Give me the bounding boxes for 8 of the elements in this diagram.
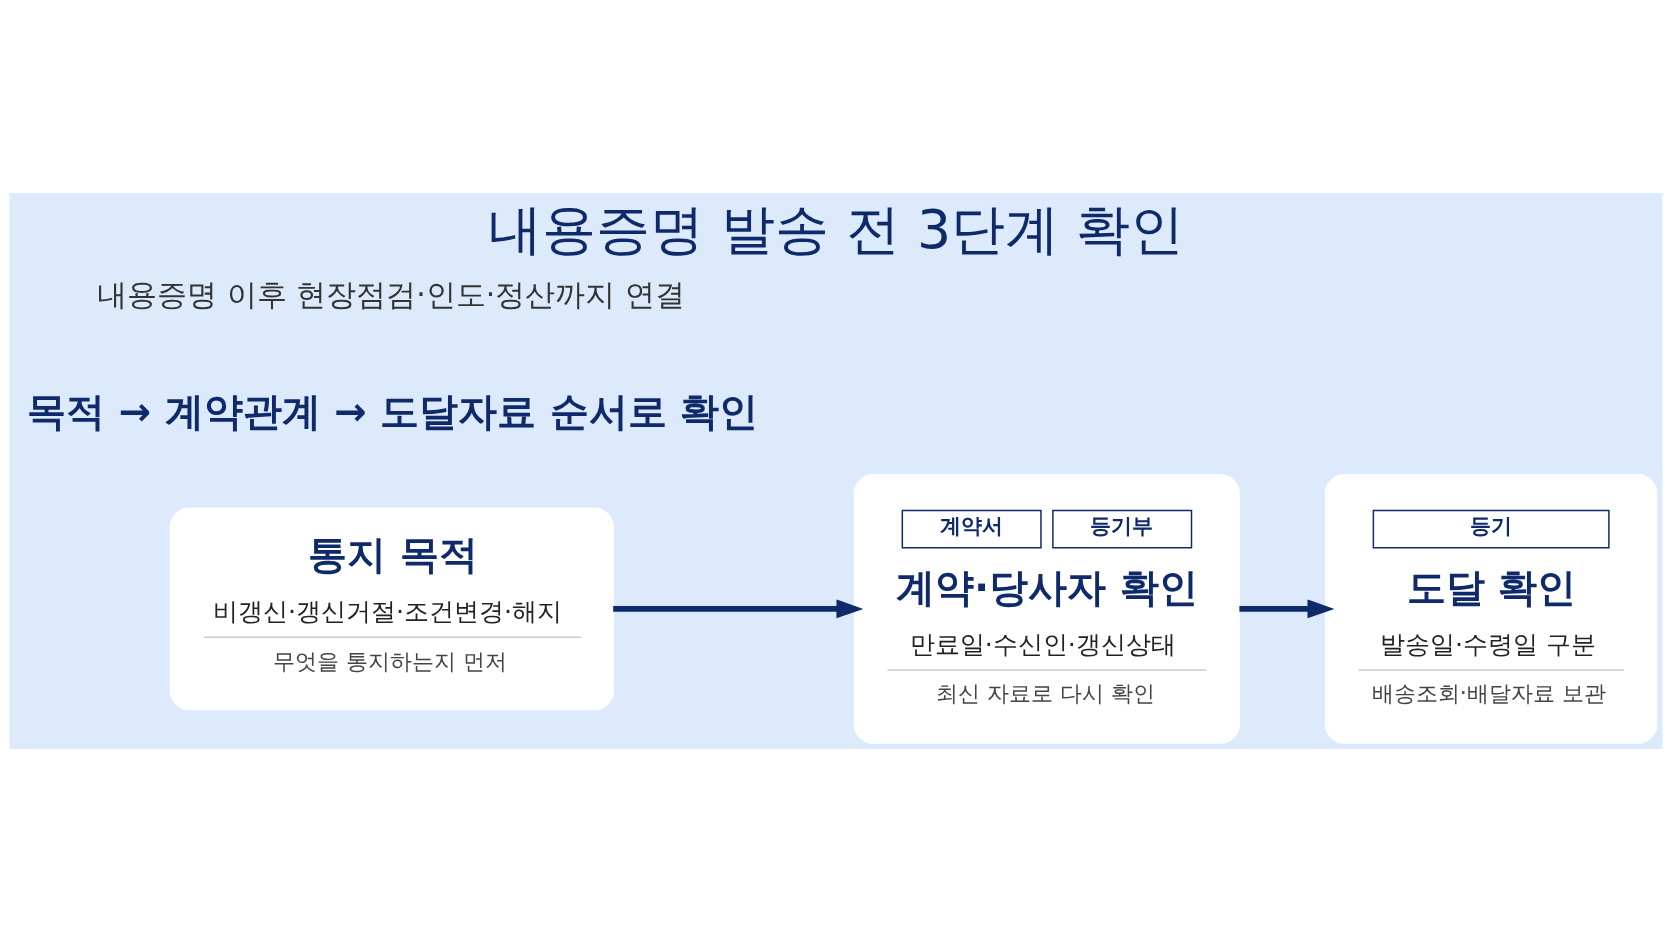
node-box: 통지 목적 비갱신·갱신거절·조건변경·해지 무엇을 통지하는지 먼저	[169, 507, 614, 710]
label: 내용증명 이후 현장점검·인도·정산까지 연결	[97, 276, 685, 312]
arrow	[1239, 598, 1335, 618]
node-box: 등기 도달 확인 발송일·수령일 구분 배송조회·배달자료 보관	[1324, 473, 1658, 744]
label: 목적 → 계약관계 → 도달자료 순서로 확인	[27, 387, 759, 433]
diagram-title: 내용증명 발송 전 3단계 확인	[487, 197, 1185, 261]
node-box: 계약서 등기부 계약·당사자 확인 만료일·수신인·갱신상태 최신 자료로 다시 확인	[853, 473, 1240, 744]
arrow	[613, 598, 864, 618]
